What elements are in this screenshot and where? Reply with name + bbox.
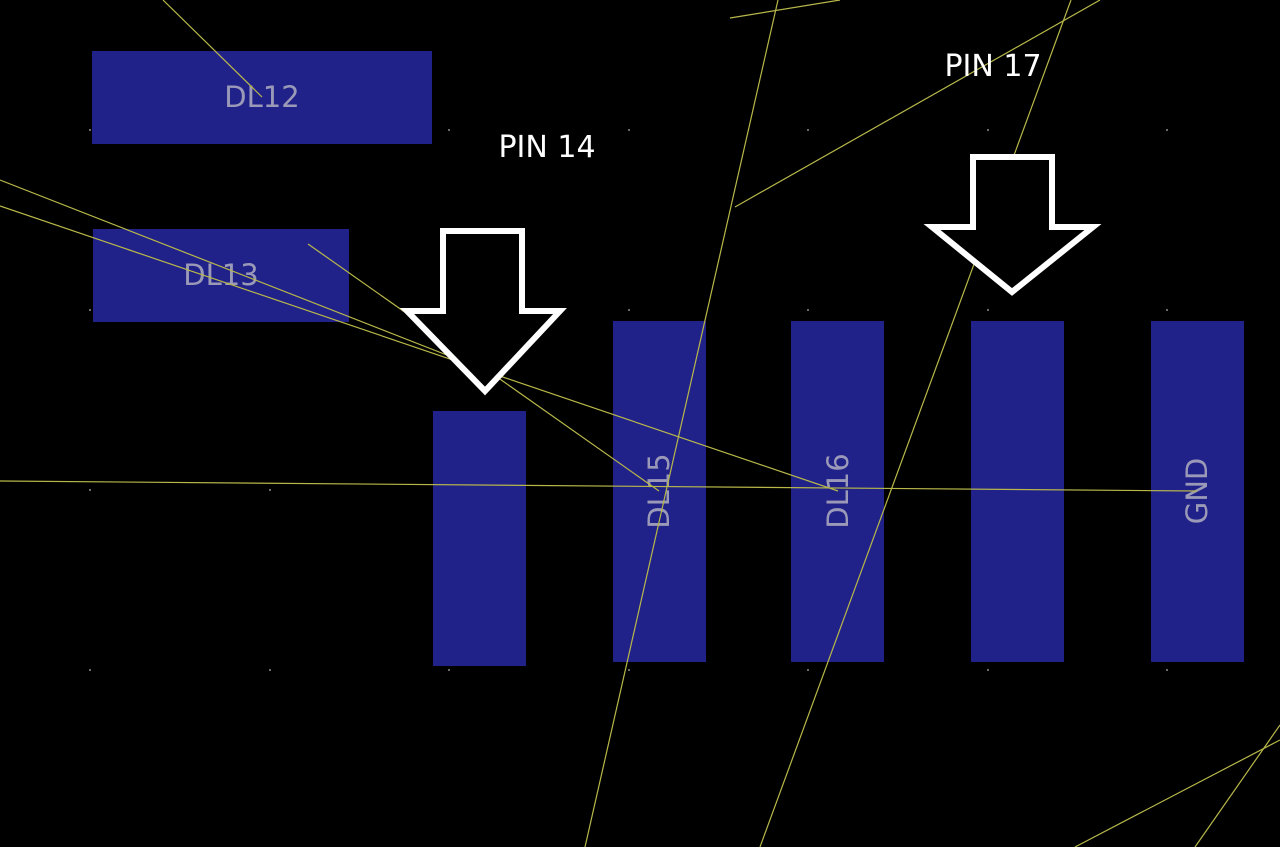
grid-dot <box>89 669 91 671</box>
grid-dot <box>807 669 809 671</box>
ratsnest-line <box>729 0 841 19</box>
grid-dot <box>448 669 450 671</box>
ratsnest-line <box>0 480 1198 492</box>
grid-dot <box>628 669 630 671</box>
callout-label-pin17: PIN 17 <box>944 49 1041 84</box>
ratsnest-line <box>162 0 263 98</box>
ratsnest-line <box>0 179 486 371</box>
ratsnest-line <box>759 0 1072 847</box>
pad-pin17[interactable] <box>971 321 1064 662</box>
pad-group <box>92 51 1244 666</box>
grid-dot <box>807 309 809 311</box>
grid-dot <box>807 129 809 131</box>
grid-dot <box>987 129 989 131</box>
grid-dot <box>628 309 630 311</box>
grid-dot <box>1166 129 1168 131</box>
grid-dot <box>448 129 450 131</box>
ratsnest-line <box>734 0 1101 208</box>
down-arrow-icon <box>399 228 567 396</box>
callout-pin17: PIN 17 <box>923 49 1102 296</box>
pad-label-dl13: DL13 <box>183 258 258 292</box>
grid-dot <box>89 129 91 131</box>
pad-pin14[interactable] <box>433 411 526 666</box>
ratsnest-line <box>1194 724 1280 847</box>
grid-dot <box>628 129 630 131</box>
down-arrow-icon <box>923 154 1102 296</box>
grid-dot <box>987 309 989 311</box>
grid-dot <box>269 669 271 671</box>
ratsnest-line <box>1074 739 1280 847</box>
pad-dl12[interactable] <box>92 51 432 144</box>
grid-dot <box>1166 309 1168 311</box>
ratsnest-line <box>0 205 839 492</box>
ratsnest-line <box>584 0 779 847</box>
grid-dot <box>987 669 989 671</box>
callout-label-pin14: PIN 14 <box>498 130 595 165</box>
pad-dl13[interactable] <box>93 229 349 322</box>
grid-dot <box>1166 669 1168 671</box>
grid-dot <box>89 489 91 491</box>
pad-dl15[interactable] <box>613 321 706 662</box>
pad-gnd[interactable] <box>1151 321 1244 662</box>
callout-pin14: PIN 14 <box>399 130 596 396</box>
grid-dot <box>89 309 91 311</box>
pad-dl16[interactable] <box>791 321 884 662</box>
grid-dot <box>269 489 271 491</box>
